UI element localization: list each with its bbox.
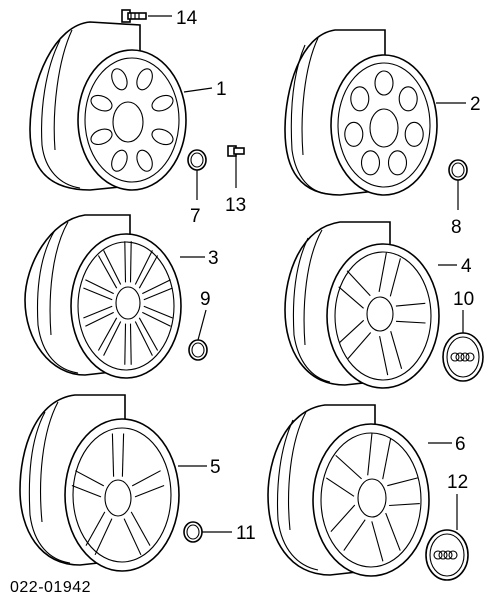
wheel-spoke [330, 504, 356, 532]
wheel-slot [151, 94, 174, 112]
wheel-spoke [131, 470, 161, 487]
center-cap-part-8 [448, 159, 468, 181]
wheel-hole [344, 121, 364, 147]
wheel-spoke [142, 279, 171, 295]
center-cap-part-7 [187, 149, 207, 171]
wheel-spoke [123, 518, 142, 556]
wheel-spoke [97, 317, 118, 351]
wheel-hole [404, 121, 424, 147]
callout-9: 9 [200, 289, 211, 310]
wheel-spoke [325, 477, 355, 497]
wheel-spoke [143, 287, 173, 301]
leader-lines [148, 15, 466, 533]
wheel-spoke [390, 331, 403, 369]
wheel-slot [136, 149, 153, 172]
wheel-spoke [129, 241, 132, 283]
wheel-spoke [138, 255, 159, 289]
wheel-spoke [382, 437, 392, 480]
callout-3: 3 [208, 248, 219, 269]
callout-8: 8 [451, 217, 462, 238]
wheel-spoke [71, 484, 102, 498]
wheel-spoke [387, 477, 418, 487]
wheel-spoke [395, 320, 426, 324]
wheel-spoke [121, 433, 125, 477]
wheel-spoke [142, 311, 171, 327]
callout-14: 14 [176, 8, 198, 29]
wheel-spoke [134, 484, 165, 498]
wheel-spoke [378, 252, 387, 293]
wheel-2-illustration [284, 29, 438, 196]
wheel-6-illustration [267, 404, 430, 577]
callout-5: 5 [210, 457, 221, 478]
callout-2: 2 [470, 94, 481, 115]
wheel-slot [90, 94, 113, 112]
wheel-hole [360, 150, 381, 176]
wheel-slot [111, 68, 128, 91]
wheel-spoke [124, 241, 127, 283]
wheel-1-illustration [29, 21, 187, 191]
wheel-spoke [395, 302, 426, 307]
bolt-part-14 [121, 9, 147, 23]
wheel-4-illustration [284, 221, 440, 389]
drawing-code: 022-01942 [10, 579, 91, 596]
callout-1: 1 [216, 79, 227, 100]
wheel-slot [136, 68, 153, 91]
wheel-spoke [389, 503, 420, 507]
wheel-spoke [346, 270, 371, 297]
wheel-spoke [367, 432, 373, 476]
wheel-spoke [338, 286, 364, 309]
callout-11: 11 [236, 523, 256, 544]
wheel-spoke [83, 305, 113, 319]
callout-4: 4 [461, 256, 472, 277]
wheel-spoke [347, 332, 372, 359]
wheel-spoke [75, 470, 105, 487]
wheel-spoke [124, 323, 127, 365]
wheel-hole [350, 86, 370, 112]
wheel-spoke [129, 323, 132, 365]
hub-cap-part-12 [425, 529, 469, 581]
wheel-spoke [379, 335, 389, 376]
callout-12: 12 [447, 472, 468, 493]
wheel-slot [111, 149, 128, 172]
bolt-part-13 [227, 145, 245, 157]
wheel-spoke [371, 521, 384, 562]
rings-logo-icon [433, 550, 458, 560]
wheel-spoke [83, 287, 113, 301]
hub-cap-part-10 [442, 332, 484, 382]
wheel-spoke [389, 258, 401, 297]
wheel-spoke [134, 321, 153, 356]
wheel-spoke [138, 317, 159, 351]
wheel-spoke [94, 518, 113, 556]
wheel-spoke [97, 255, 118, 289]
wheel-spoke [338, 319, 365, 344]
wheel-spoke [134, 250, 153, 285]
wheel-spoke [111, 433, 115, 477]
callout-7: 7 [190, 206, 201, 227]
center-cap-part-11 [183, 521, 203, 543]
wheel-spoke [143, 305, 173, 319]
wheel-spoke [85, 511, 106, 546]
callout-13: 13 [225, 195, 246, 216]
wheel-spoke [335, 454, 362, 480]
wheel-spoke [103, 321, 122, 356]
wheel-hole [398, 86, 418, 112]
wheel-hole [374, 70, 394, 96]
wheel-spoke [130, 511, 151, 546]
callout-10: 10 [453, 289, 474, 310]
wheel-hole [387, 150, 408, 176]
wheel-slot [151, 128, 174, 146]
center-cap-part-9 [188, 339, 208, 361]
wheel-slot [90, 128, 113, 146]
wheel-spoke [343, 519, 366, 551]
wheel-5-illustration [19, 394, 180, 572]
rings-logo-icon [450, 352, 475, 362]
wheel-spoke [385, 512, 401, 551]
wheel-spoke [85, 279, 114, 295]
wheel-spoke [85, 311, 114, 327]
wheel-spoke [103, 250, 122, 285]
wheel-3-illustration [24, 214, 182, 379]
callout-6: 6 [455, 434, 466, 455]
callout-labels: 14 1 7 13 2 8 3 9 4 10 5 11 6 12 [176, 8, 481, 544]
